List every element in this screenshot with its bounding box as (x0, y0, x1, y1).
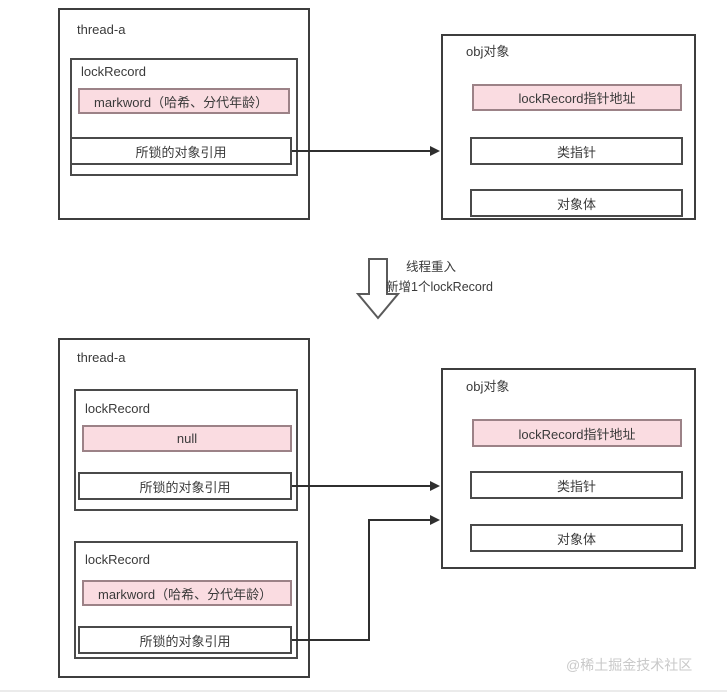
bottom-lockrecord-label-2: lockRecord (85, 552, 151, 567)
bottom-markword-cell-2: markword（哈希、分代年龄） (82, 580, 292, 606)
bottom-object-ref-cell-2: 所锁的对象引用 (78, 626, 292, 654)
top-obj-cell-lockrecord-pointer: lockRecord指针地址 (472, 84, 682, 111)
bottom-obj-label: obj对象 (466, 379, 510, 394)
top-connector-line (292, 150, 432, 152)
top-obj-cell-class-pointer: 类指针 (470, 137, 683, 165)
top-lockrecord-label: lockRecord (81, 64, 147, 79)
top-thread-label: thread-a (77, 22, 126, 37)
bottom-markword-cell-1: null (82, 425, 292, 452)
bottom-object-ref-cell-1: 所锁的对象引用 (78, 472, 292, 500)
bottom-obj-cell-class-pointer: 类指针 (470, 471, 683, 499)
top-object-ref-cell: 所锁的对象引用 (70, 137, 292, 165)
transition-down-arrow (355, 258, 401, 320)
top-connector-arrowhead (430, 146, 440, 156)
bottom-connector-2-segment-horizontal-lower (292, 639, 370, 641)
bottom-divider (0, 690, 727, 692)
transition-label-line1: 线程重入 (406, 260, 457, 274)
bottom-connector-1-line (292, 485, 432, 487)
bottom-connector-2-arrowhead (430, 515, 440, 525)
bottom-obj-cell-object-body: 对象体 (470, 524, 683, 552)
top-markword-cell: markword（哈希、分代年龄） (78, 88, 290, 114)
bottom-obj-cell-lockrecord-pointer: lockRecord指针地址 (472, 419, 682, 447)
bottom-lockrecord-label-1: lockRecord (85, 401, 151, 416)
bottom-connector-1-arrowhead (430, 481, 440, 491)
bottom-connector-2-segment-vertical (368, 519, 370, 641)
transition-label-line2: 新增1个lockRecord (386, 280, 493, 294)
top-obj-label: obj对象 (466, 44, 510, 59)
bottom-connector-2-segment-horizontal-upper (368, 519, 432, 521)
bottom-thread-label: thread-a (77, 350, 126, 365)
top-obj-cell-object-body: 对象体 (470, 189, 683, 217)
watermark: @稀土掘金技术社区 (566, 657, 693, 673)
